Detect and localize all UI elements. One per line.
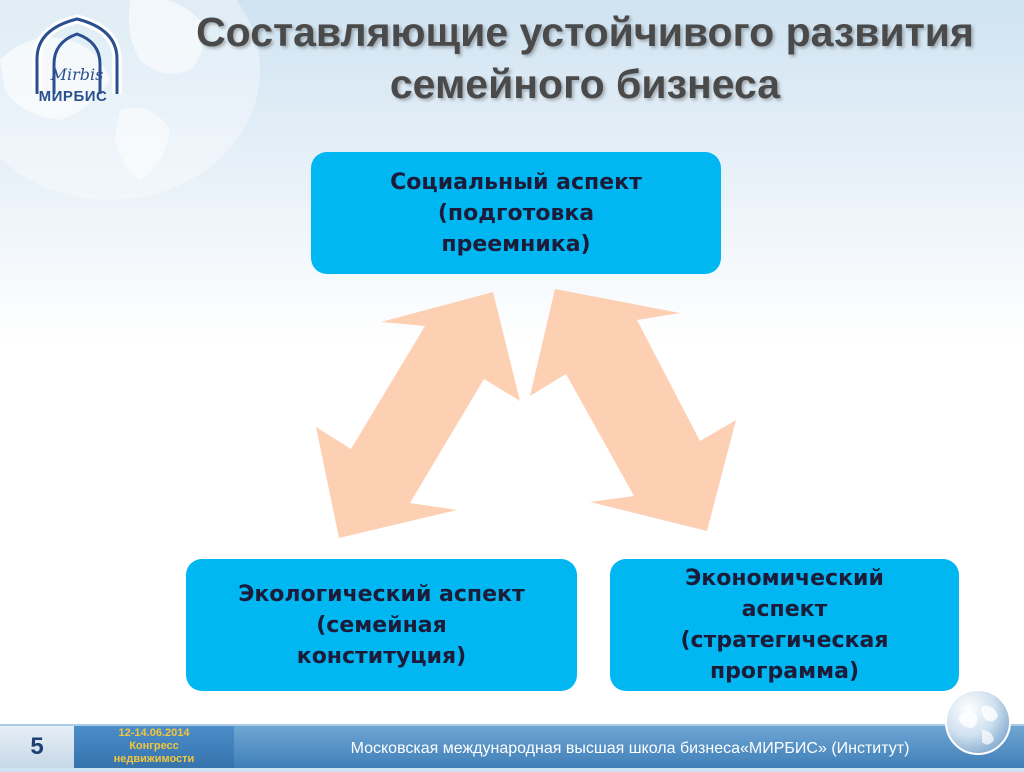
event-line-1: Конгресс <box>129 740 179 752</box>
ecological-aspect-box: Экологический аспект (семейная конституц… <box>186 559 577 691</box>
ecological-aspect-line-2: (семейная <box>316 612 447 638</box>
event-info: 12-14.06.2014 Конгресс недвижимости <box>74 726 234 768</box>
svg-text:Mirbis: Mirbis <box>50 65 104 84</box>
social-aspect-box: Социальный аспект (подготовка преемника) <box>311 152 721 274</box>
event-date: 12-14.06.2014 <box>118 727 190 739</box>
page-number: 5 <box>0 726 74 768</box>
social-aspect-line-3: преемника) <box>441 231 591 257</box>
institution-name: Московская международная высшая школа би… <box>350 740 910 757</box>
world-map-background <box>0 0 260 200</box>
slide-footer: 5 12-14.06.2014 Конгресс недвижимости Мо… <box>0 724 1024 768</box>
social-aspect-line-2: (подготовка <box>437 200 595 226</box>
economic-aspect-line-1: Экономический <box>685 566 884 591</box>
ecological-aspect-line-3: конституция) <box>296 643 467 669</box>
logo-text: МИРБИС <box>38 88 108 105</box>
arrow-right-double <box>530 289 736 531</box>
title-line-2: семейного бизнеса <box>389 61 781 107</box>
ecological-aspect-line-1: Экологический аспект <box>238 581 525 607</box>
economic-aspect-line-3: (стратегическая <box>680 628 889 653</box>
economic-aspect-box: Экономический аспект (стратегическая про… <box>610 559 959 691</box>
slide-title: Составляющие устойчивого развития семейн… <box>150 6 1020 110</box>
globe-icon <box>945 689 1011 755</box>
economic-aspect-line-2: аспект <box>741 597 828 622</box>
title-line-1: Составляющие устойчивого развития <box>196 9 974 55</box>
mirbis-logo-icon: Mirbis <box>32 14 122 94</box>
economic-aspect-line-4: программа) <box>709 659 859 684</box>
arrow-left-double <box>316 292 520 538</box>
event-line-2: недвижимости <box>113 753 195 765</box>
social-aspect-line-1: Социальный аспект <box>390 169 642 195</box>
